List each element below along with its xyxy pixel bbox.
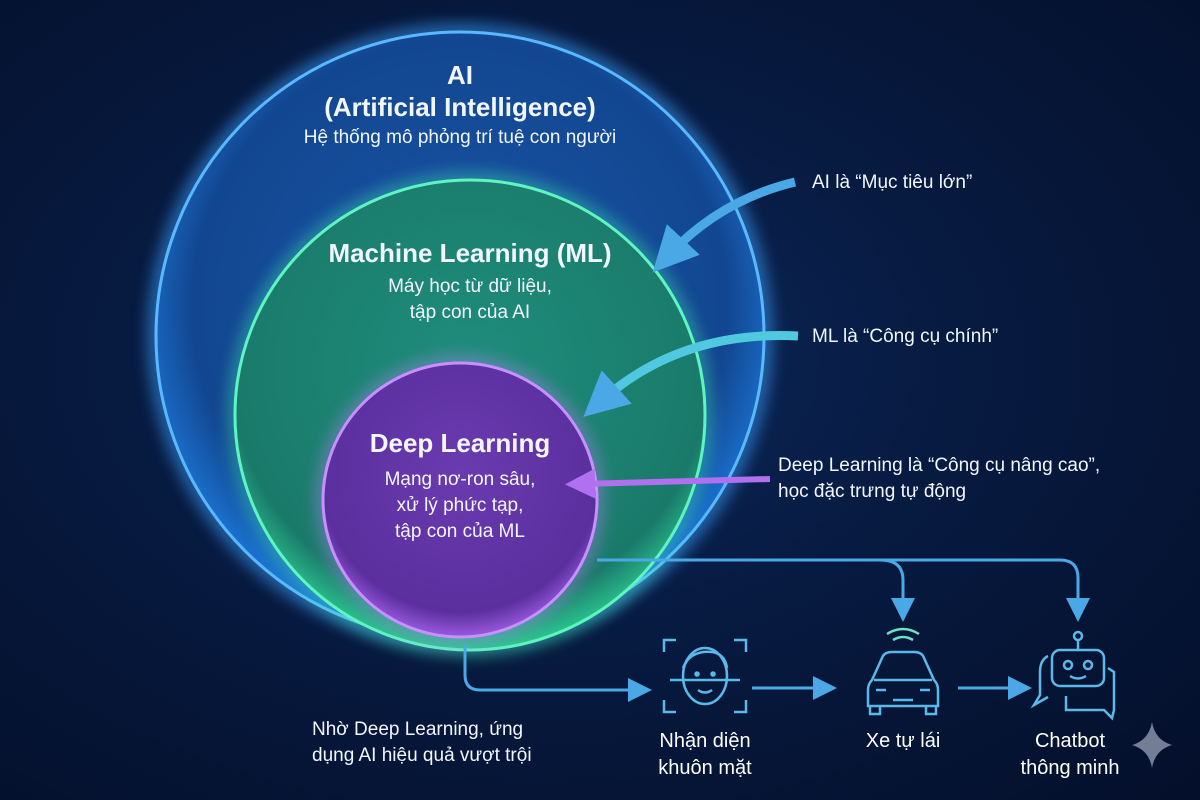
app-label-line: Xe tự lái xyxy=(865,730,941,752)
ml-title: Machine Learning (ML) xyxy=(328,238,612,268)
ai-title: AI xyxy=(447,60,473,90)
dl-note-arrow xyxy=(565,468,771,499)
dl-description-1: Mạng nơ-ron sâu, xyxy=(384,469,536,490)
sparkle-watermark-icon xyxy=(1132,722,1172,768)
app-label-line: Nhận diện xyxy=(659,730,751,752)
self-driving-car-icon xyxy=(866,627,940,716)
ml-note: ML là “Công cụ chính” xyxy=(812,326,999,347)
app-label-line: thông minh xyxy=(1020,757,1120,779)
ai-to-face-connector xyxy=(463,645,652,702)
app-label-line: khuôn mặt xyxy=(658,757,752,779)
dl-to-car-connector xyxy=(879,558,915,622)
dl-note-2: học đặc trưng tự động xyxy=(778,481,967,502)
ml-description-2: tập con của AI xyxy=(409,302,531,323)
ai-note-arrow xyxy=(652,177,797,273)
ai-subtitle: (Artificial Intelligence) xyxy=(324,92,596,122)
apps-note-2: dụng AI hiệu quả vượt trội xyxy=(312,745,532,766)
face-recognition-icon xyxy=(662,638,748,714)
apps-note-1: Nhờ Deep Learning, ứng xyxy=(312,719,524,740)
ml-description-1: Máy học từ dữ liệu, xyxy=(388,276,552,297)
dl-to-apps-connector xyxy=(597,558,1090,622)
chatbot-icon xyxy=(1030,630,1116,721)
dl-description-3: tập con của ML xyxy=(395,521,525,542)
ai-note: AI là “Mục tiêu lớn” xyxy=(812,172,973,193)
ai-description: Hệ thống mô phỏng trí tuệ con người xyxy=(303,127,617,148)
dl-title: Deep Learning xyxy=(369,428,551,458)
app-label-self-driving-car: Xe tự lái xyxy=(823,728,983,755)
ml-note-arrow xyxy=(583,331,799,418)
app-label-chatbot: Chatbot thông minh xyxy=(990,728,1150,782)
dl-note-1: Deep Learning là “Công cụ nâng cao”, xyxy=(778,455,1101,476)
app-label-line: Chatbot xyxy=(1034,730,1106,752)
dl-circle xyxy=(321,361,599,639)
dl-description-2: xử lý phức tạp, xyxy=(396,495,524,516)
app-label-face-recognition: Nhận diện khuôn mặt xyxy=(625,728,785,782)
